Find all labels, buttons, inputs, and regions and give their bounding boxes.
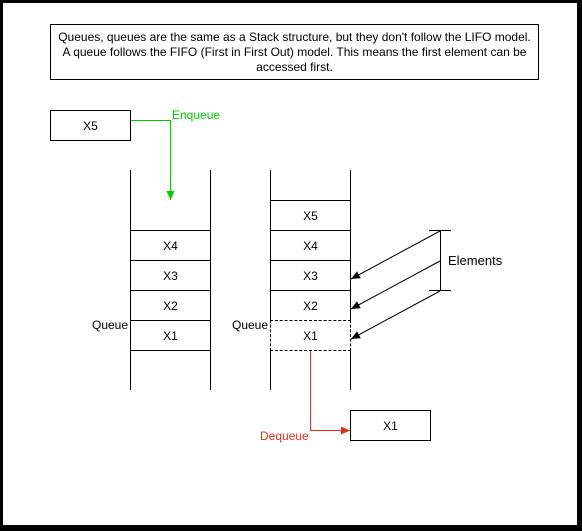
dequeue-arrow [310, 350, 350, 435]
elements-arrow-x3 [350, 230, 441, 280]
dequeue-label: Dequeue [260, 429, 309, 443]
elements-arrow-x1 [350, 290, 441, 340]
left-queue-cell: X2 [130, 290, 211, 321]
right-queue-cell: X5 [270, 200, 351, 231]
elements-label: Elements [448, 253, 503, 268]
elements-arrow-x2 [350, 260, 441, 310]
right-queue-cell: X3 [270, 260, 351, 291]
left-queue-cell: X4 [130, 230, 211, 261]
right-queue-label: Queue [232, 318, 269, 332]
right-queue-cell-dequeued: X1 [270, 320, 351, 351]
description-text: Queues, queues are the same as a Stack s… [50, 24, 539, 80]
dequeue-item-box: X1 [350, 410, 431, 441]
right-queue-cell: X2 [270, 290, 351, 321]
enqueue-arrow [130, 120, 175, 200]
left-queue-label: Queue [92, 318, 129, 332]
right-queue-cell: X4 [270, 230, 351, 261]
left-queue-cell: X1 [130, 320, 211, 351]
enqueue-label: Enqueue [172, 108, 221, 122]
enqueue-item-box: X5 [50, 110, 131, 141]
left-queue-cell: X3 [130, 260, 211, 291]
